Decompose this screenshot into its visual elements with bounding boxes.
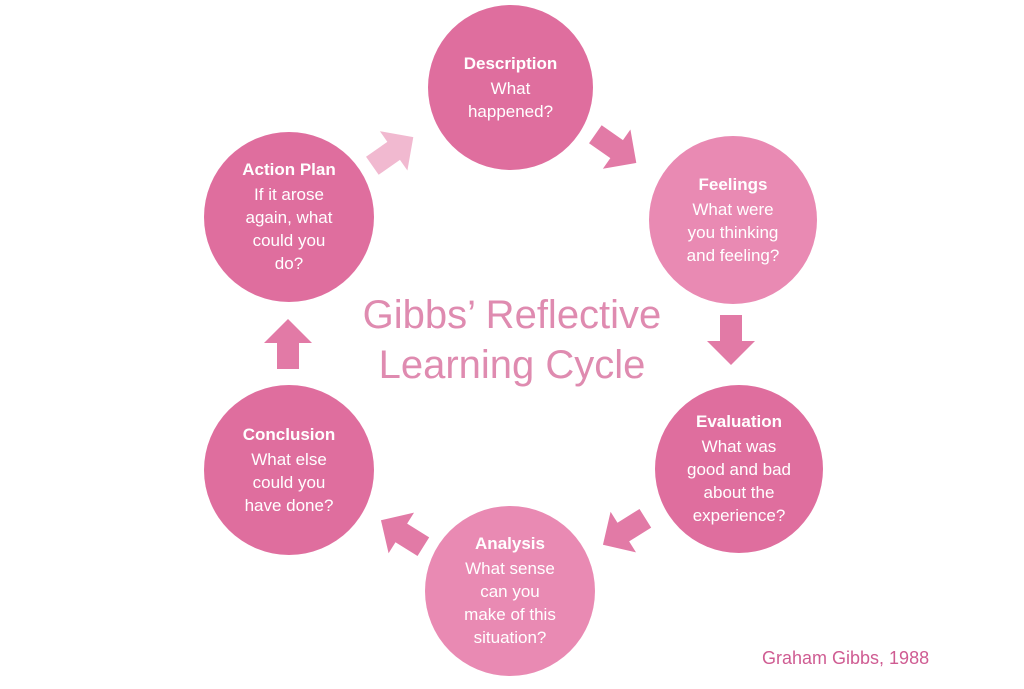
stage-feelings-title: Feelings <box>698 174 768 194</box>
stage-analysis: Analysis What sense can you make of this… <box>425 506 595 676</box>
stage-conclusion-question: What else could you have done? <box>244 449 334 515</box>
diagram-title: Gibbs’ Reflective Learning Cycle <box>362 293 662 387</box>
arrow-evaluation-to-analysis <box>602 508 652 553</box>
stage-conclusion-title: Conclusion <box>242 424 336 444</box>
stage-action-plan: Action Plan If it arose again, what coul… <box>204 132 374 302</box>
stage-analysis-title: Analysis <box>475 534 545 553</box>
arrow-analysis-to-conclusion <box>380 512 430 557</box>
stage-feelings-question: What were you thinking and feeling? <box>686 199 780 265</box>
stage-analysis-question: What sense can you make of this situatio… <box>464 559 556 647</box>
arrow-feelings-to-evaluation <box>707 315 755 365</box>
stage-evaluation-question: What was good and bad about the experien… <box>687 437 791 525</box>
source-credit: Graham Gibbs, 1988 <box>762 648 930 668</box>
stage-description-question: What happened? <box>467 78 554 121</box>
stage-description-title: Description <box>463 53 558 73</box>
stage-action-plan-title: Action Plan <box>242 160 336 179</box>
stage-evaluation-title: Evaluation <box>696 412 782 431</box>
arrow-action-plan-to-description <box>366 131 414 175</box>
stage-evaluation: Evaluation What was good and bad about t… <box>655 385 823 553</box>
stage-action-plan-question: If it arose again, what could you do? <box>245 185 333 273</box>
arrow-description-to-feelings <box>589 125 637 169</box>
stage-feelings: Feelings What were you thinking and feel… <box>649 136 817 304</box>
stage-description: Description What happened? <box>428 5 593 170</box>
arrow-conclusion-to-action-plan <box>264 319 312 369</box>
stage-conclusion: Conclusion What else could you have done… <box>204 385 374 555</box>
